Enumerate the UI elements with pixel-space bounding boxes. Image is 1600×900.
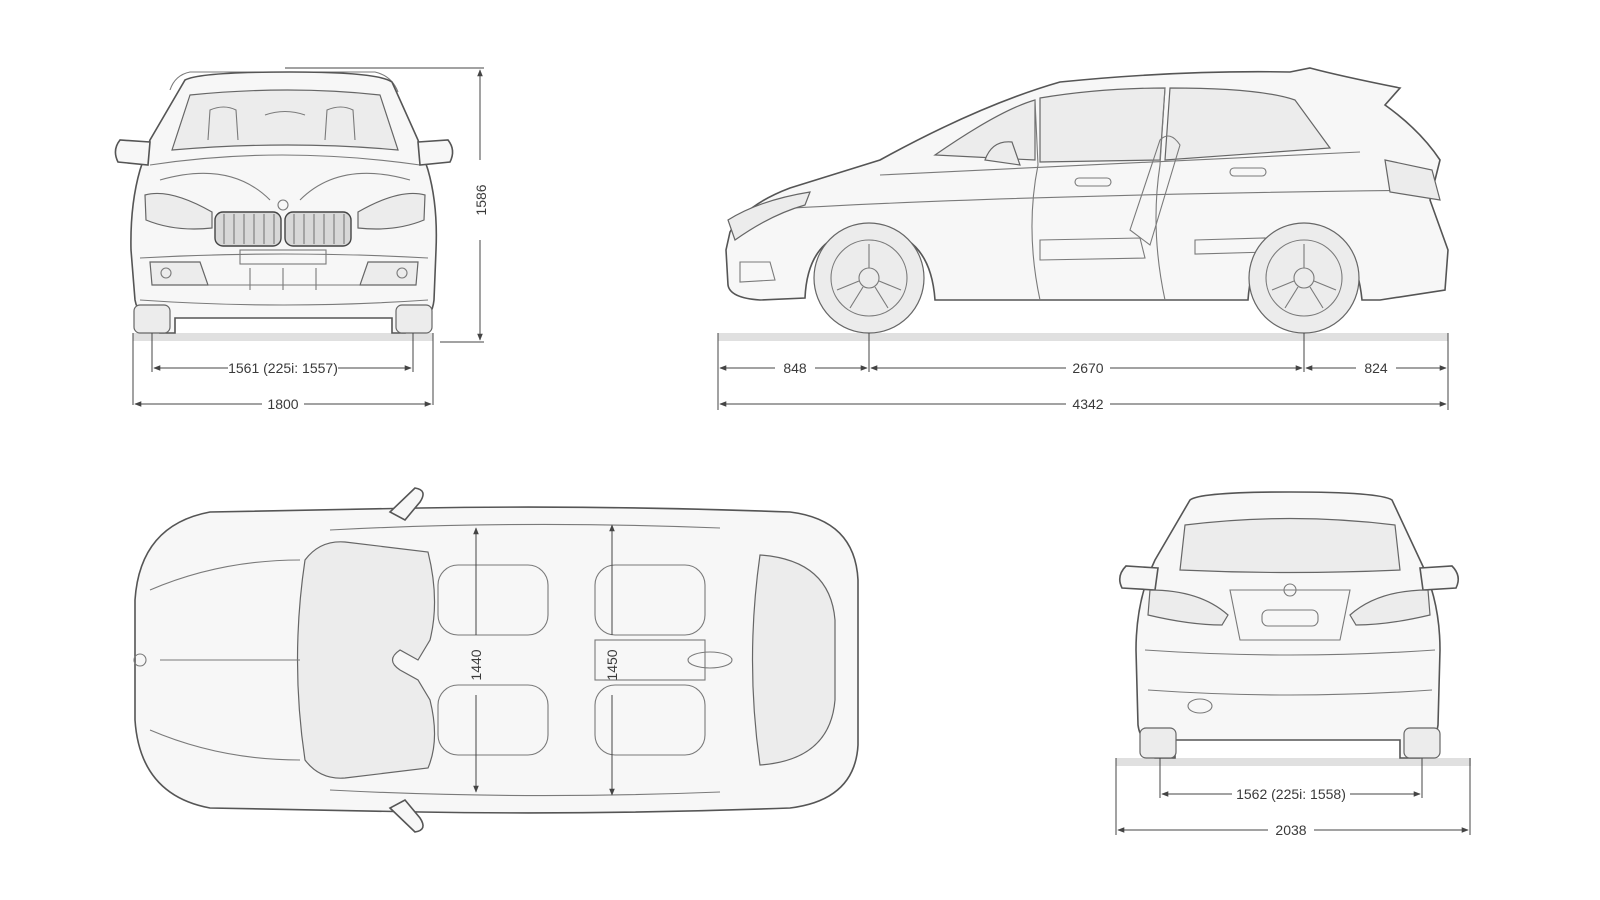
front-logo-icon: [277, 199, 289, 211]
rear-window: [1179, 517, 1401, 574]
top-windshield: [296, 541, 436, 779]
top-logo-icon: [133, 653, 147, 667]
front-interior-width-label: 1440: [468, 649, 484, 680]
wheelbase-label: 2670: [1072, 360, 1103, 376]
rear-view: [1116, 491, 1471, 766]
top-mirror-left: [388, 487, 424, 522]
front-mirror-left: [114, 139, 151, 166]
rear-logo-icon: [1283, 583, 1297, 597]
front-track-label: 1561 (225i: 1557): [228, 360, 338, 376]
front-mirror-right: [417, 139, 454, 166]
front-ground: [133, 333, 433, 341]
top-rear-window: [751, 554, 836, 766]
rear-dimensions: 1562 (225i: 1558) 2038: [1115, 758, 1471, 838]
width-mirrors-label: 2038: [1275, 822, 1306, 838]
side-window-front: [1039, 87, 1166, 163]
height-label: 1586: [473, 184, 489, 215]
front-dimensions: 1561 (225i: 1557) 1800 1586: [132, 67, 489, 412]
top-dimensions: 1440 1450: [468, 524, 620, 796]
rear-mirror-left: [1118, 565, 1159, 591]
rear-interior-width-label: 1450: [604, 649, 620, 680]
top-mirror-right: [388, 798, 424, 833]
front-width-label: 1800: [267, 396, 298, 412]
side-ground: [718, 333, 1448, 341]
front-overhang-label: 848: [783, 360, 807, 376]
rear-track-label: 1562 (225i: 1558): [1236, 786, 1346, 802]
length-label: 4342: [1072, 396, 1103, 412]
side-window-rear: [1164, 87, 1332, 161]
front-view: [114, 71, 454, 341]
rear-mirror-right: [1419, 565, 1460, 591]
rear-overhang-label: 824: [1364, 360, 1388, 376]
side-dimensions: 848 2670 824 4342: [717, 333, 1449, 412]
side-view: [718, 67, 1449, 341]
top-view: [133, 487, 859, 833]
rear-ground: [1116, 758, 1471, 766]
